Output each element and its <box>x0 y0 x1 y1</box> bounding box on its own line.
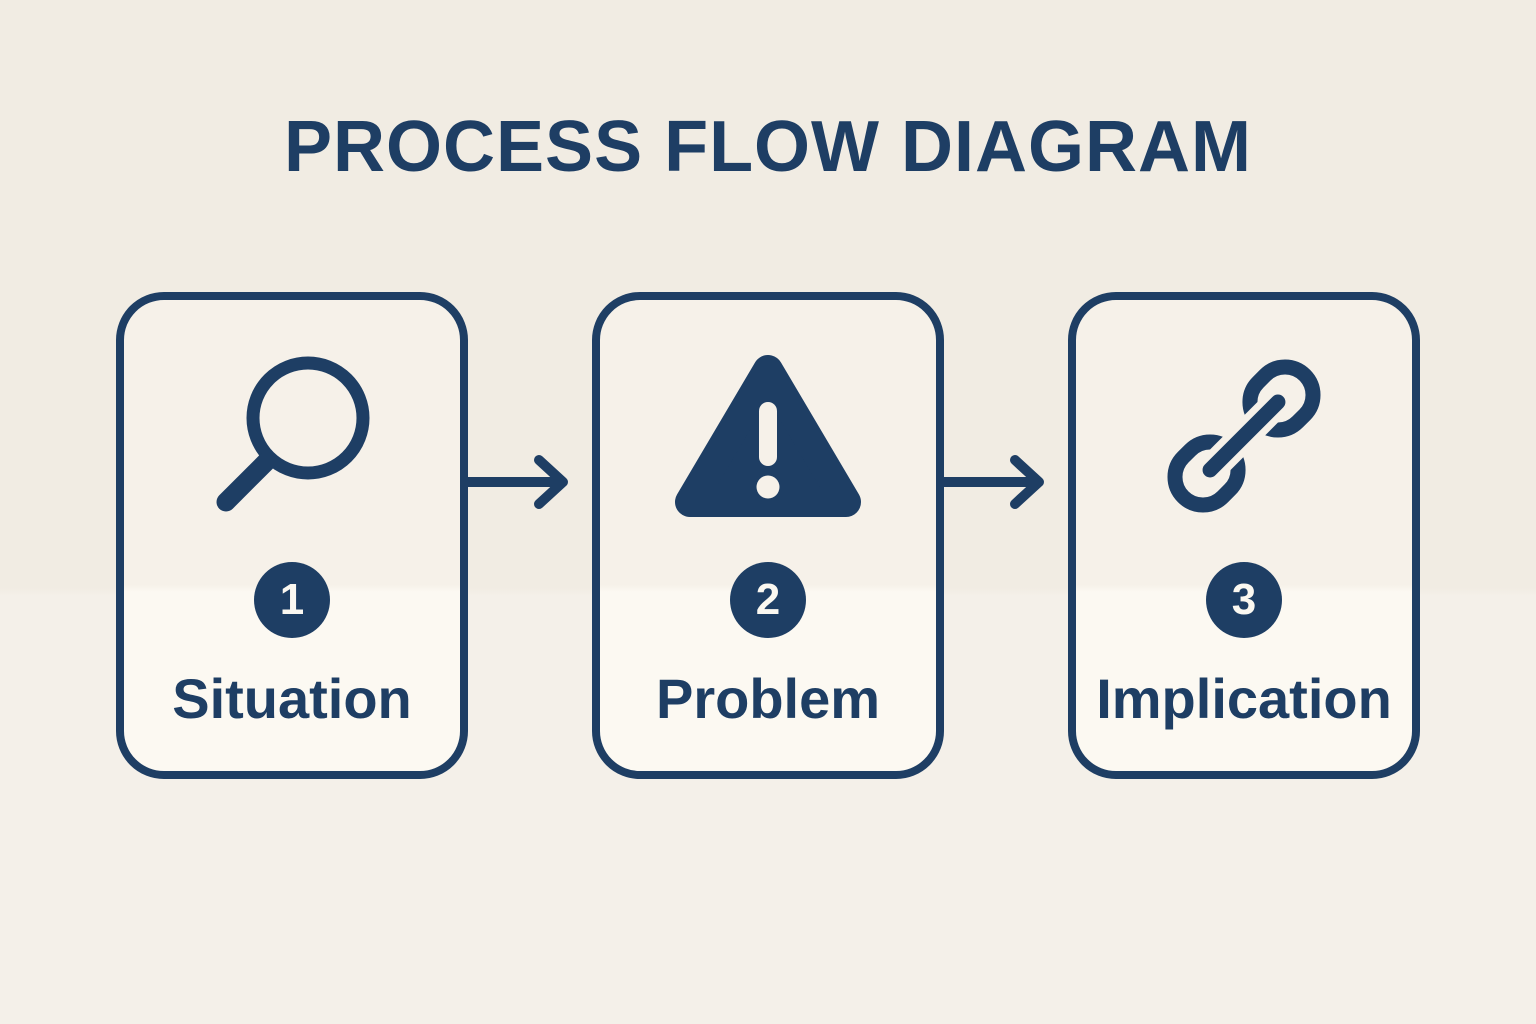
step-label: Implication <box>1096 667 1392 730</box>
step-label: Situation <box>172 667 412 730</box>
page-title: PROCESS FLOW DIAGRAM <box>284 107 1252 187</box>
step-card-implication: 3 Implication <box>1068 292 1420 779</box>
process-flow: 1 Situation 2 Problem <box>0 292 1536 779</box>
magnifier-icon <box>208 336 376 536</box>
step-number: 3 <box>1231 575 1257 624</box>
flow-arrow-2 <box>944 452 1068 512</box>
step-card-problem: 2 Problem <box>592 292 944 779</box>
flow-arrow-1 <box>468 452 592 512</box>
step-card-situation: 1 Situation <box>116 292 468 779</box>
step-number: 2 <box>755 575 781 624</box>
step-number-badge: 2 <box>730 562 806 638</box>
step-number: 1 <box>279 575 305 624</box>
step-label: Problem <box>655 667 881 730</box>
chain-link-icon <box>1144 336 1344 536</box>
step-number-badge: 1 <box>254 562 330 638</box>
step-number-badge: 3 <box>1206 562 1282 638</box>
warning-triangle-icon <box>668 336 868 536</box>
